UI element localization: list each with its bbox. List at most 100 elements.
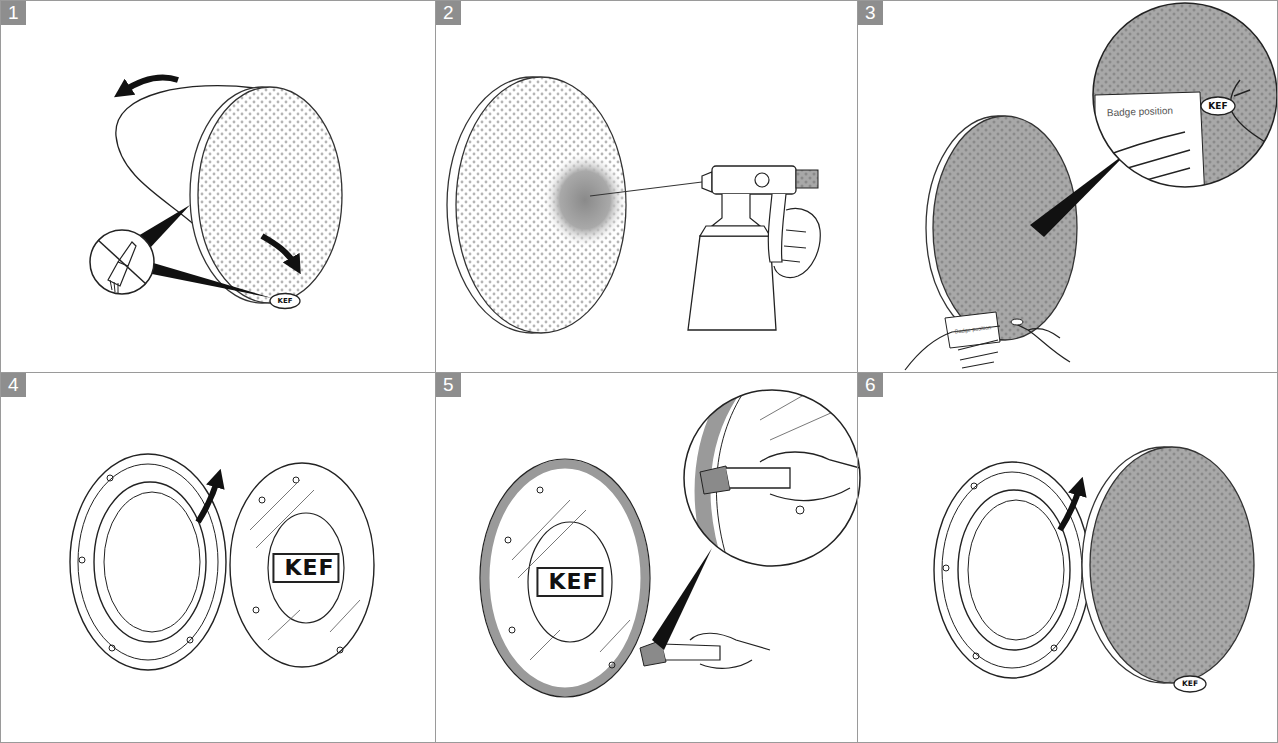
mounting-ring — [934, 462, 1090, 678]
prohibit-line — [98, 240, 146, 284]
step-panel: 2 — [435, 0, 858, 373]
step-panel: 6 — [857, 372, 1278, 743]
screw-hole — [505, 537, 511, 543]
badge — [1201, 97, 1235, 115]
spray-gun-neck — [712, 194, 760, 226]
step-number: 3 — [858, 1, 883, 25]
motion-arrow — [262, 236, 296, 266]
callout-circle — [684, 390, 860, 566]
step-number: 6 — [858, 373, 883, 397]
hand — [690, 633, 770, 668]
screw-hole — [187, 637, 193, 643]
mounting-ring — [78, 464, 218, 660]
badge-logo: KEF — [278, 298, 293, 305]
brush-handle — [662, 644, 720, 660]
hand — [1095, 132, 1190, 190]
paint-rim-illustration — [480, 380, 860, 697]
badge-placement-illustration — [1090, 0, 1278, 200]
refit-grille-illustration — [934, 447, 1254, 692]
badge — [270, 294, 300, 309]
badge — [1011, 319, 1023, 325]
remove-plate-illustration — [70, 454, 374, 670]
screw-hole — [253, 607, 259, 613]
motion-arrow — [1060, 486, 1080, 530]
callout-circle — [1093, 3, 1277, 187]
screw-hole — [1051, 645, 1057, 651]
step-panel: 5 — [435, 372, 858, 743]
spray-gun-knob — [755, 173, 769, 187]
spray-mist — [543, 152, 627, 248]
brush — [700, 466, 730, 494]
closeup-background — [680, 388, 860, 568]
cover-plate — [230, 463, 374, 667]
screw-hole — [509, 627, 515, 633]
screw-hole — [796, 506, 804, 514]
paint-rim-illustration — [680, 380, 860, 580]
spray-gun-nozzle — [702, 172, 712, 192]
hand — [1230, 80, 1278, 150]
step-number: 2 — [436, 1, 461, 25]
screw-hole — [537, 487, 543, 493]
no-brush-icon — [90, 230, 154, 294]
mounting-ring — [942, 472, 1082, 668]
badge-logo: KEF — [1182, 680, 1198, 688]
step-panel: 3 — [857, 0, 1278, 373]
template-text: Badge position — [955, 325, 992, 335]
glare-lines — [250, 480, 360, 640]
logo-ring — [528, 522, 612, 642]
motion-arrow — [122, 78, 178, 92]
cover-plate — [485, 464, 645, 692]
paint-cup-lid — [700, 226, 770, 236]
spray-line — [590, 182, 702, 196]
hand — [760, 452, 860, 501]
spray-gun-trigger — [768, 194, 786, 262]
screw-hole — [107, 475, 113, 481]
step-panel: 1 — [0, 0, 436, 373]
logo: KEF — [536, 567, 603, 597]
badge-placement-illustration — [905, 0, 1278, 370]
callout-wedge — [1030, 150, 1130, 237]
cover-plate-edge — [480, 459, 650, 697]
badge-logo: KEF — [1208, 102, 1227, 111]
paint-cup — [688, 236, 776, 330]
brush-bristles — [110, 280, 118, 293]
callout-wedge — [150, 262, 272, 298]
glare-lines — [760, 380, 860, 440]
screw-hole — [109, 645, 115, 651]
step-number: 5 — [436, 373, 461, 397]
grille-disc — [456, 77, 626, 333]
spray-gun-tail — [796, 170, 818, 188]
mounting-ring — [70, 454, 226, 670]
template-paper — [1095, 92, 1205, 200]
hand — [1012, 322, 1070, 362]
brush-handle — [726, 468, 790, 488]
screw-hole — [971, 483, 977, 489]
motion-arrow — [198, 478, 218, 522]
logo-ring — [268, 513, 344, 623]
screw-hole — [973, 653, 979, 659]
screw-hole — [79, 557, 85, 563]
callout-wedge — [652, 548, 712, 650]
screw-hole — [943, 565, 949, 571]
spray-illustration — [447, 77, 820, 333]
mounting-ring — [968, 500, 1064, 640]
step-number: 4 — [1, 373, 26, 397]
mounting-ring — [958, 490, 1070, 650]
step-number: 1 — [1, 1, 26, 25]
screw-hole — [259, 497, 265, 503]
spray-gun-body — [712, 166, 796, 194]
template-text: Badge position — [1107, 106, 1173, 118]
glare-lines — [512, 500, 630, 660]
step-panel: 4 — [0, 372, 436, 743]
hand — [774, 208, 820, 277]
mounting-ring — [104, 492, 200, 632]
grille-disc — [198, 87, 342, 303]
screw-hole — [337, 647, 343, 653]
hand — [905, 326, 1000, 370]
screw-hole — [609, 662, 615, 668]
mounting-ring — [94, 482, 206, 642]
remove-cover-illustration — [90, 78, 342, 309]
